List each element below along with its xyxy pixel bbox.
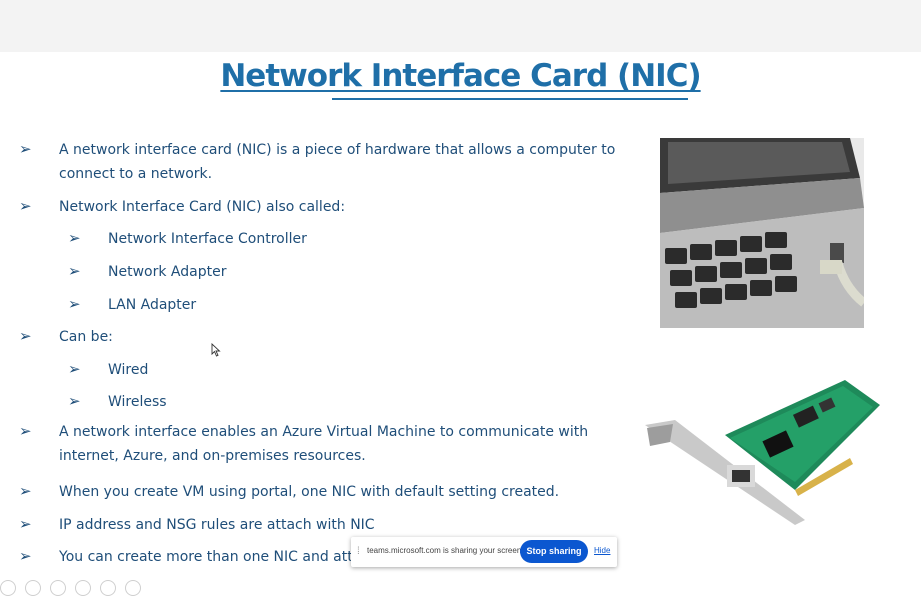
slide-title: Network Interface Card (NIC)	[220, 58, 701, 94]
bullet-multiple-nic: You can create more than one NIC and att…	[59, 549, 378, 565]
next-slide-icon[interactable]	[25, 580, 41, 596]
hide-link[interactable]: Hide	[594, 546, 611, 555]
slide-overview-icon[interactable]	[75, 580, 91, 596]
subbullet-network-interface-controller: Network Interface Controller	[108, 231, 307, 247]
drag-handle-icon[interactable]: ⁞	[357, 546, 360, 557]
subbullet-lan-adapter: LAN Adapter	[108, 297, 197, 313]
more-options-icon[interactable]	[125, 580, 141, 596]
slideshow-controls	[0, 580, 150, 596]
subbullet-wired: Wired	[108, 362, 149, 378]
title-underline	[332, 98, 688, 100]
bullet-nic-definition-line2: connect to a network.	[59, 166, 213, 182]
bullet-arrow-icon: ➢	[19, 482, 32, 500]
bullet-arrow-icon: ➢	[19, 197, 32, 215]
previous-slide-icon[interactable]	[0, 580, 16, 596]
bullet-arrow-icon: ➢	[19, 547, 32, 565]
screen-share-message: teams.microsoft.com is sharing your scre…	[367, 546, 524, 555]
bullet-ip-nsg: IP address and NSG rules are attach with…	[59, 517, 375, 533]
subbullet-arrow-icon: ➢	[68, 295, 81, 313]
bullet-create-vm: When you create VM using portal, one NIC…	[59, 484, 560, 500]
nic-card-image	[645, 380, 880, 525]
bullet-arrow-icon: ➢	[19, 140, 32, 158]
subbullet-arrow-icon: ➢	[68, 229, 81, 247]
laptop-ethernet-image	[660, 138, 864, 328]
bullet-arrow-icon: ➢	[19, 327, 32, 345]
bullet-arrow-icon: ➢	[19, 422, 32, 440]
bullet-azure-line2: internet, Azure, and on-premises resourc…	[59, 448, 366, 464]
screen-share-bar: ⁞ teams.microsoft.com is sharing your sc…	[351, 537, 617, 567]
stop-sharing-button[interactable]: Stop sharing	[520, 540, 588, 563]
mouse-cursor-icon	[211, 343, 221, 357]
zoom-icon[interactable]	[100, 580, 116, 596]
top-bar	[0, 0, 921, 52]
subbullet-arrow-icon: ➢	[68, 392, 81, 410]
pen-tool-icon[interactable]	[50, 580, 66, 596]
subbullet-arrow-icon: ➢	[68, 262, 81, 280]
bullet-arrow-icon: ➢	[19, 515, 32, 533]
subbullet-network-adapter: Network Adapter	[108, 264, 227, 280]
subbullet-wireless: Wireless	[108, 394, 167, 410]
bullet-also-called: Network Interface Card (NIC) also called…	[59, 199, 346, 215]
bullet-nic-definition-line1: A network interface card (NIC) is a piec…	[59, 142, 616, 158]
bullet-can-be: Can be:	[59, 329, 113, 345]
subbullet-arrow-icon: ➢	[68, 360, 81, 378]
bullet-azure-line1: A network interface enables an Azure Vir…	[59, 424, 589, 440]
